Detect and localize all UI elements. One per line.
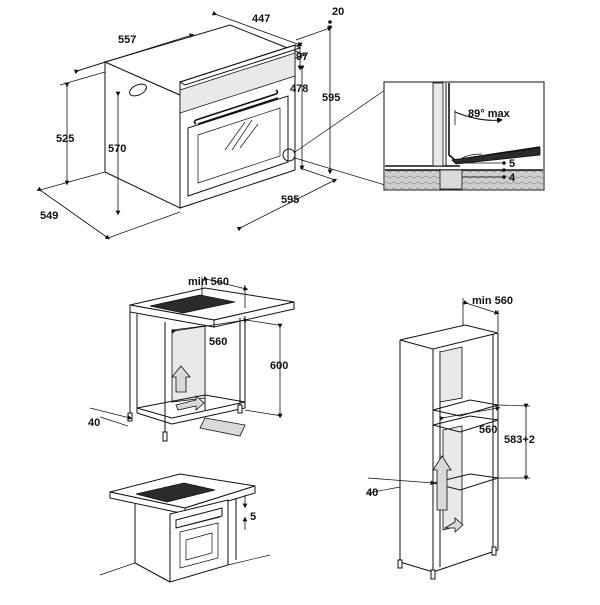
dim-20: 20 (332, 6, 344, 18)
dim-549: 549 (40, 210, 58, 222)
under-counter-installation: min 560 560 600 40 (88, 276, 295, 442)
dim-525: 525 (56, 133, 74, 145)
dim-557: 557 (118, 34, 136, 46)
detail-gap-4: 4 (509, 172, 516, 184)
oven-control-panel (179, 52, 296, 114)
dim-595-horizontal: 595 (281, 194, 299, 206)
tall-unit-top (399, 324, 499, 350)
hinge-detail: 89° max 5 4 (383, 81, 545, 191)
hob-gap-5: 5 (250, 511, 256, 523)
tall-gap-40: 40 (366, 487, 378, 499)
tall-unit-installation: min 560 560 583+2 40 (366, 295, 535, 580)
under-inner-560: 560 (209, 336, 227, 348)
oven-window (197, 107, 281, 184)
tall-inner-560: 560 (479, 424, 497, 436)
oven-side-vent (129, 83, 147, 97)
tall-min-560: min 560 (472, 295, 513, 307)
lower-oven-front (169, 499, 229, 583)
detail-angle: 89° max (468, 108, 511, 120)
airflow-arrow-up (171, 365, 191, 393)
dim-478: 478 (290, 83, 308, 95)
tall-height-583: 583+2 (504, 434, 535, 446)
airflow-vent (199, 417, 246, 437)
detail-marker-circle (282, 148, 296, 162)
oven-door (187, 95, 289, 197)
dim-97: 97 (296, 51, 308, 63)
oven-door-handle (193, 89, 279, 125)
dim-447: 447 (252, 13, 270, 25)
under-gap-40: 40 (88, 417, 100, 429)
under-height-600: 600 (270, 360, 288, 372)
detail-gap-5: 5 (509, 158, 515, 170)
lower-hob (135, 482, 216, 503)
oven-illustration: 557 447 20 97 478 595 525 570 549 595 (36, 6, 386, 240)
hob-cutout (149, 294, 236, 314)
dim-595-vertical: 595 (322, 92, 340, 104)
hob-clearance-installation: 5 (99, 473, 271, 583)
under-min-560: min 560 (188, 276, 229, 288)
dim-570: 570 (108, 143, 126, 155)
tall-airflow-arrow (432, 455, 452, 511)
